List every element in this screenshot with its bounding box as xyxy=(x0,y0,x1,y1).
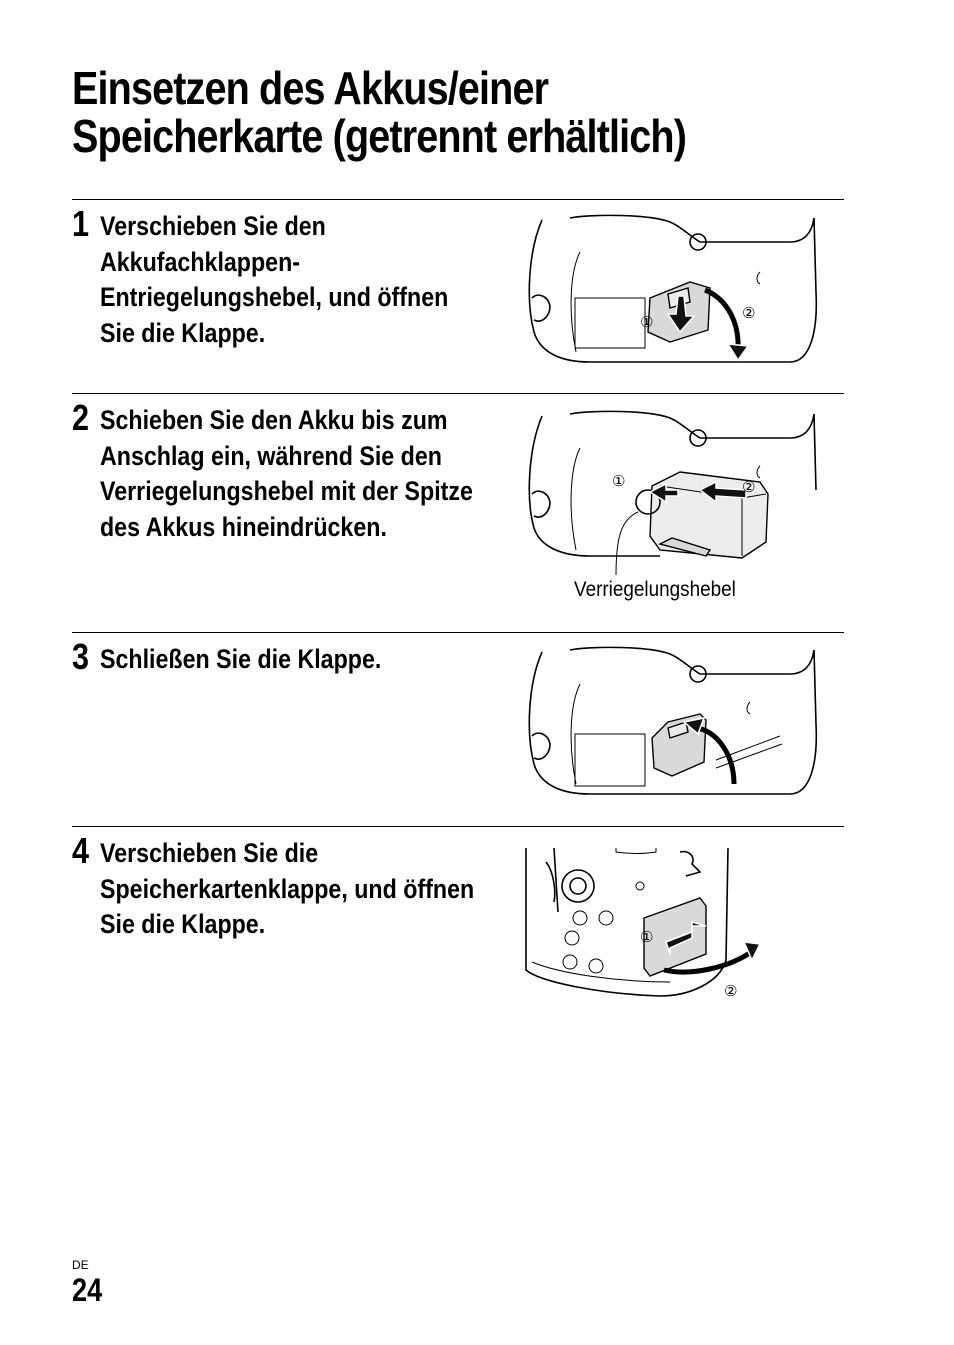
section-divider xyxy=(72,199,844,200)
step-number: 2 xyxy=(72,397,90,438)
marker-one: ① xyxy=(640,313,653,331)
step-line: Schließen Sie die Klappe. xyxy=(100,644,382,674)
battery-insert-illustration: ① ② xyxy=(528,410,817,575)
page-number: 24 xyxy=(72,1272,103,1308)
section-divider xyxy=(72,826,844,827)
page-title-line-1: Einsetzen des Akkus/einer xyxy=(72,62,549,114)
step-line: Anschlag ein, während Sie den xyxy=(100,440,442,471)
page-title-line-2: Speicherkarte (getrennt erhältlich) xyxy=(72,110,687,162)
step-2-text: Schieben Sie den Akku bis zum Anschlag e… xyxy=(100,403,504,545)
step-line: Schieben Sie den Akku bis zum xyxy=(100,405,448,435)
step-line: des Akkus hineindrücken. xyxy=(100,511,387,542)
step-number: 4 xyxy=(72,830,90,871)
marker-two: ② xyxy=(742,478,755,496)
marker-two: ② xyxy=(724,982,737,1000)
page-title: Einsetzen des Akkus/einer Speicherkarte … xyxy=(72,64,777,160)
step-line: Sie die Klappe. xyxy=(100,909,266,939)
step-line: Akkufachklappen- xyxy=(100,246,301,277)
step-line: Verschieben Sie den xyxy=(100,211,326,241)
section-divider xyxy=(72,632,844,633)
step-line: Verschieben Sie die xyxy=(100,838,319,868)
step-line: Entriegelungshebel, und öffnen xyxy=(100,282,449,312)
marker-one: ① xyxy=(640,928,653,946)
step-line: Verriegelungshebel mit der Spitze xyxy=(100,476,473,506)
section-divider xyxy=(72,393,844,394)
step-line: Speicherkartenklappe, und öffnen xyxy=(100,873,475,904)
memory-card-door-illustration: ① ② xyxy=(525,847,762,1000)
language-code: DE xyxy=(72,1258,89,1272)
lock-lever-caption: Verriegelungshebel xyxy=(574,578,736,601)
battery-door-open-illustration: ① ② xyxy=(528,214,818,363)
marker-one: ① xyxy=(612,472,625,490)
step-3-text: Schließen Sie die Klappe. xyxy=(100,642,504,678)
step-number: 3 xyxy=(72,636,90,677)
step-line: Sie die Klappe. xyxy=(100,317,266,348)
battery-door-close-illustration xyxy=(528,646,818,795)
step-4-text: Verschieben Sie die Speicherkartenklappe… xyxy=(100,836,504,943)
step-number: 1 xyxy=(72,203,90,244)
step-1-text: Verschieben Sie den Akkufachklappen- Ent… xyxy=(100,209,504,351)
marker-two: ② xyxy=(742,304,755,322)
